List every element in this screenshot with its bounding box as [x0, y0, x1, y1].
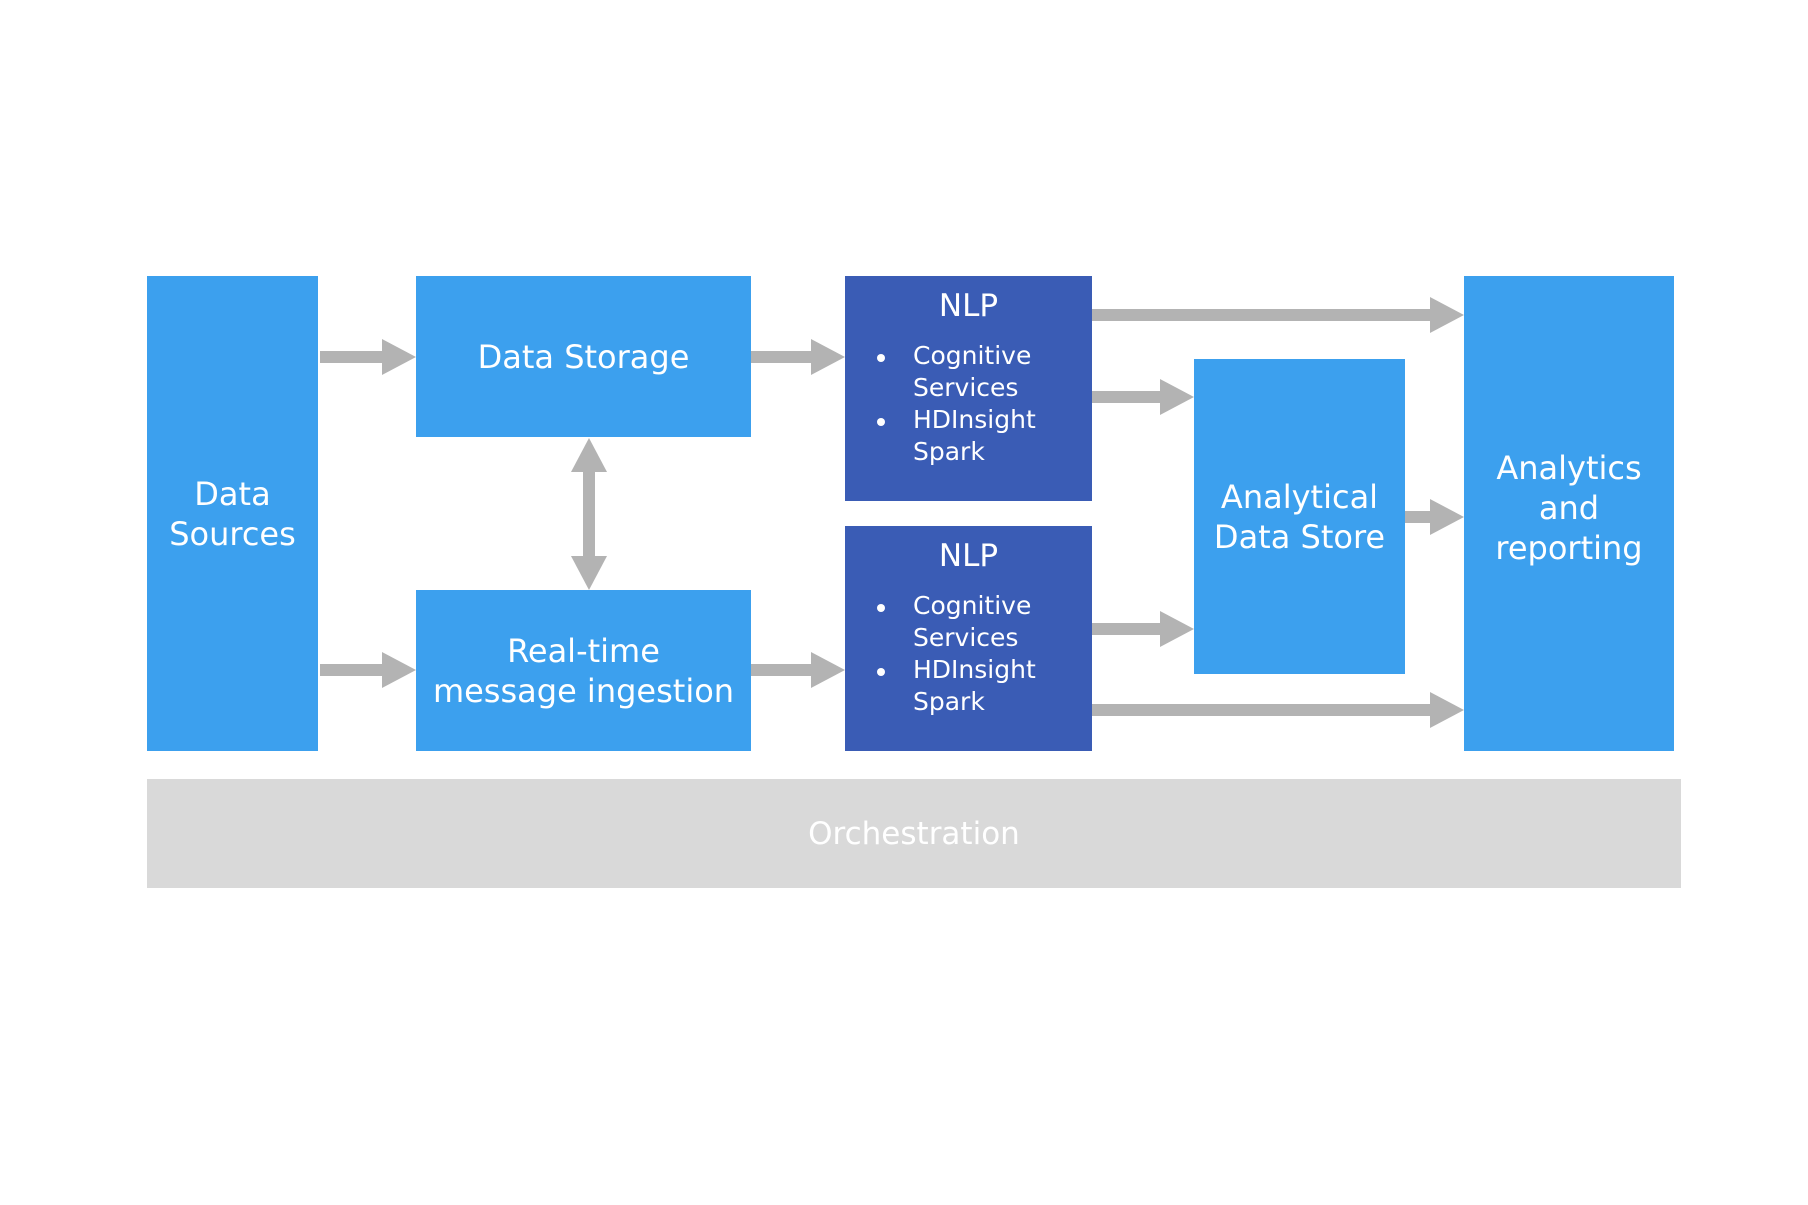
data-sources-label: Data Sources — [169, 474, 296, 553]
nlp-bottom-node: NLP Cognitive Services HDInsight Spark — [845, 526, 1092, 751]
nlp-top-title: NLP — [938, 288, 999, 324]
nlp-bottom-item-label: Cognitive Services — [913, 591, 1032, 652]
arrow-store-to-analytics — [1405, 499, 1464, 535]
nlp-top-node: NLP Cognitive Services HDInsight Spark — [845, 276, 1092, 501]
nlp-top-list: Cognitive Services HDInsight Spark — [845, 340, 1092, 468]
bullet-icon — [877, 354, 885, 362]
arrow-storage-realtime-bidirectional — [571, 438, 607, 590]
bullet-icon — [877, 604, 885, 612]
analytical-data-store-label: Analytical Data Store — [1213, 477, 1386, 556]
analytics-reporting-node: Analytics and reporting — [1464, 276, 1674, 751]
bullet-icon — [877, 668, 885, 676]
arrow-nlp-bottom-to-analytics — [1092, 692, 1464, 728]
nlp-bottom-list: Cognitive Services HDInsight Spark — [845, 590, 1092, 718]
orchestration-bar: Orchestration — [147, 779, 1681, 888]
analytical-data-store-node: Analytical Data Store — [1194, 359, 1405, 674]
data-storage-label: Data Storage — [477, 337, 690, 376]
realtime-ingestion-label: Real-time message ingestion — [432, 631, 735, 710]
nlp-top-item: HDInsight Spark — [845, 404, 1092, 468]
nlp-top-item-label: HDInsight Spark — [913, 405, 1036, 466]
nlp-bottom-item: Cognitive Services — [845, 590, 1092, 654]
arrow-nlp-top-to-store — [1092, 379, 1194, 415]
arrow-sources-to-realtime — [320, 652, 416, 688]
nlp-top-item: Cognitive Services — [845, 340, 1092, 404]
orchestration-label: Orchestration — [808, 815, 1020, 852]
nlp-bottom-title: NLP — [938, 538, 999, 574]
arrow-sources-to-storage — [320, 339, 416, 375]
arrow-storage-to-nlp-top — [751, 339, 845, 375]
nlp-bottom-item-label: HDInsight Spark — [913, 655, 1036, 716]
arrow-nlp-bottom-to-store — [1092, 611, 1194, 647]
analytics-reporting-label: Analytics and reporting — [1495, 449, 1643, 567]
bullet-icon — [877, 418, 885, 426]
data-storage-node: Data Storage — [416, 276, 751, 437]
nlp-top-item-label: Cognitive Services — [913, 341, 1032, 402]
data-sources-node: Data Sources — [147, 276, 318, 751]
realtime-ingestion-node: Real-time message ingestion — [416, 590, 751, 751]
arrow-realtime-to-nlp-bottom — [751, 652, 845, 688]
nlp-bottom-item: HDInsight Spark — [845, 654, 1092, 718]
arrow-nlp-top-to-analytics — [1092, 297, 1464, 333]
